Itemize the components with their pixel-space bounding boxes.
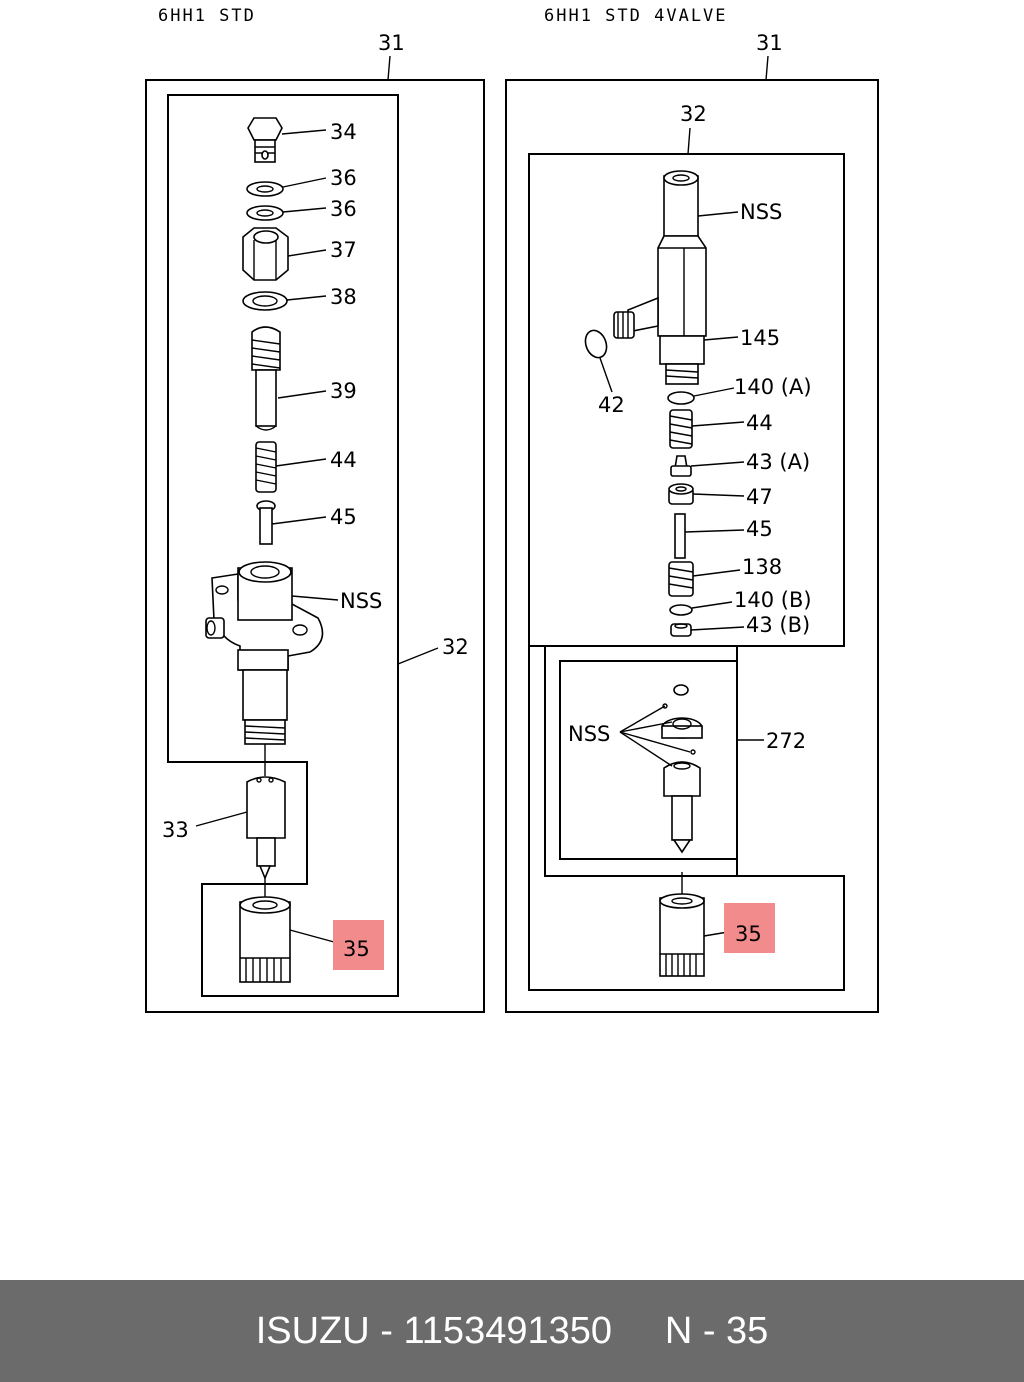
label-140a: 140 (A) — [734, 375, 812, 399]
leader-45 — [271, 516, 327, 525]
label-272: 272 — [766, 729, 806, 753]
label-45-right: 45 — [746, 517, 773, 541]
leader-44 — [275, 458, 327, 467]
footer-gap — [612, 1310, 665, 1353]
injector-body-icon — [613, 170, 707, 385]
leader-34 — [281, 129, 327, 135]
spring-seat-icon — [670, 623, 692, 637]
label-44-right: 44 — [746, 411, 773, 435]
leader-138 — [692, 569, 741, 577]
label-47: 47 — [746, 485, 773, 509]
left-sub-frame — [167, 94, 399, 997]
spring-icon — [668, 561, 694, 597]
label-145: 145 — [740, 326, 780, 350]
label-138: 138 — [742, 555, 782, 579]
leader-32-left — [397, 647, 439, 665]
leader-33 — [195, 811, 248, 827]
leader-36b — [282, 207, 327, 213]
left-assembly-leader — [387, 55, 391, 81]
footer-brand: ISUZU — [255, 1309, 370, 1352]
footer-separator: - — [369, 1309, 404, 1352]
leader-140a — [693, 387, 735, 397]
o-ring-icon — [584, 329, 608, 359]
leader-nss-right — [697, 211, 739, 217]
label-45: 45 — [330, 505, 357, 529]
spring-icon — [255, 441, 277, 493]
hex-nut-icon — [242, 227, 289, 281]
push-rod-icon — [674, 513, 686, 559]
nozzle-icon — [246, 744, 286, 881]
label-38: 38 — [330, 285, 357, 309]
leader-32-right — [687, 127, 691, 155]
injector-body-icon — [205, 561, 324, 745]
leader-43b — [690, 626, 745, 631]
label-39: 39 — [330, 379, 357, 403]
label-32-right: 32 — [680, 102, 707, 126]
leader-145 — [703, 336, 739, 341]
leader-140b — [691, 601, 733, 609]
highlight-35-right — [724, 903, 775, 953]
label-44: 44 — [330, 448, 357, 472]
leader-42 — [599, 357, 613, 393]
leader-36a — [282, 177, 327, 188]
label-nss-left: NSS — [340, 589, 382, 613]
label-37: 37 — [330, 238, 357, 262]
parts-diagram: 6HH1 STD 31 34 36 36 37 — [145, 6, 879, 1013]
label-35-right: 35 — [735, 922, 762, 946]
label-35-left: 35 — [343, 937, 370, 961]
banjo-bolt-icon — [247, 117, 283, 163]
shim-icon — [669, 604, 693, 616]
nozzle-kit-frame — [544, 645, 738, 877]
spring-seat-icon — [670, 455, 692, 477]
leader-nss-left — [291, 595, 339, 601]
left-panel: 6HH1 STD 31 34 36 36 37 — [145, 6, 485, 1013]
right-header: 6HH1 STD 4VALVE — [544, 6, 728, 26]
label-nss-right: NSS — [740, 200, 782, 224]
retaining-nut-frame — [528, 646, 845, 991]
right-outer-frame — [505, 79, 879, 1013]
retaining-nut-icon — [239, 878, 291, 983]
label-43a: 43 (A) — [746, 450, 810, 474]
leader-35-left — [289, 929, 335, 943]
leader-43a — [690, 461, 745, 467]
washer-icon — [246, 205, 284, 221]
leader-44-right — [691, 421, 745, 427]
footer-part-number: 1153491350 — [403, 1309, 613, 1352]
nozzle-kit-icon — [661, 684, 703, 854]
leader-38 — [286, 295, 327, 301]
highlight-35-left — [333, 920, 384, 970]
right-panel: 6HH1 STD 4VALVE 31 32 NSS 145 — [505, 6, 879, 1013]
leader-39 — [277, 390, 327, 399]
left-outer-frame — [145, 79, 485, 1013]
label-36a: 36 — [330, 166, 357, 190]
spring-icon — [669, 409, 693, 449]
holder-icon — [251, 326, 281, 431]
retaining-nut-icon — [659, 872, 705, 977]
spacer-icon — [668, 483, 694, 505]
washer-icon — [246, 181, 284, 197]
label-42: 42 — [598, 393, 625, 417]
label-36b: 36 — [330, 197, 357, 221]
shim-icon — [667, 391, 695, 405]
left-header: 6HH1 STD — [158, 6, 256, 26]
leader-45-right — [684, 529, 745, 533]
leader-47 — [692, 493, 745, 497]
right-assembly-label: 31 — [756, 31, 783, 55]
gasket-icon — [242, 291, 288, 311]
label-43b: 43 (B) — [746, 613, 810, 637]
label-32-left: 32 — [442, 635, 469, 659]
right-assembly-leader — [765, 55, 769, 81]
leader-37 — [287, 249, 327, 257]
left-assembly-label: 31 — [378, 31, 405, 55]
push-rod-icon — [256, 500, 276, 545]
label-nss-kit: NSS — [568, 722, 610, 746]
label-33: 33 — [162, 818, 189, 842]
label-34: 34 — [330, 120, 357, 144]
footer-banner: ISUZU - 1153491350 N - 35 — [0, 1280, 1024, 1382]
footer-reference: N - 35 — [664, 1309, 769, 1352]
label-140b: 140 (B) — [734, 588, 812, 612]
nozzle-kit-inner-frame — [559, 660, 738, 860]
